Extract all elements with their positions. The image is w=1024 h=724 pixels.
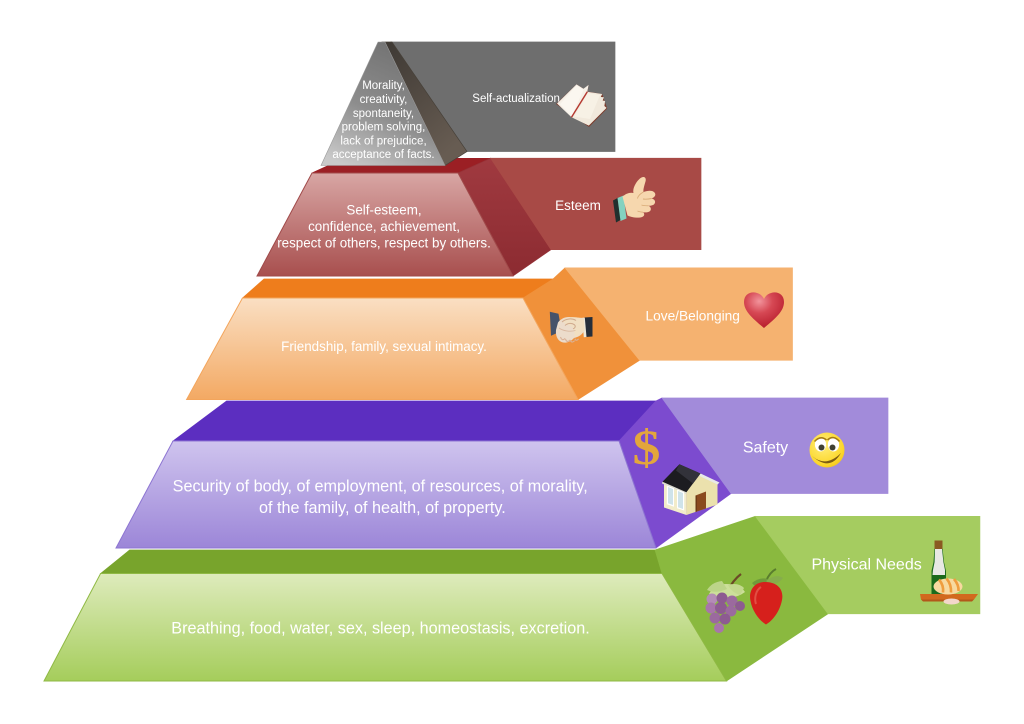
svg-text:problem solving,: problem solving,	[342, 122, 426, 134]
svg-text:Physical Needs: Physical Needs	[811, 557, 921, 574]
svg-text:acceptance of facts.: acceptance of facts.	[332, 149, 434, 161]
svg-text:Love/Belonging: Love/Belonging	[646, 309, 740, 324]
svg-text:Self-actualization: Self-actualization	[472, 93, 560, 105]
svg-text:respect of others, respect by: respect of others, respect by others.	[277, 235, 491, 250]
svg-text:Breathing, food, water, sex, s: Breathing, food, water, sex, sleep, home…	[171, 620, 589, 638]
svg-text:creativity,: creativity,	[360, 94, 408, 106]
svg-text:of the family, of health, of p: of the family, of health, of property.	[259, 499, 506, 517]
svg-text:Security of body, of employmen: Security of body, of employment, of reso…	[173, 478, 588, 496]
svg-text:confidence, achievement,: confidence, achievement,	[308, 219, 460, 234]
svg-text:$: $	[632, 421, 660, 476]
svg-text:Safety: Safety	[743, 440, 788, 457]
svg-text:Friendship, family, sexual int: Friendship, family, sexual intimacy.	[281, 339, 487, 354]
svg-text:Self-esteem,: Self-esteem,	[346, 202, 421, 217]
svg-text:Esteem: Esteem	[555, 198, 601, 213]
svg-text:Morality,: Morality,	[362, 80, 405, 92]
svg-text:lack of prejudice,: lack of prejudice,	[340, 135, 426, 147]
svg-text:spontaneity,: spontaneity,	[353, 108, 414, 120]
